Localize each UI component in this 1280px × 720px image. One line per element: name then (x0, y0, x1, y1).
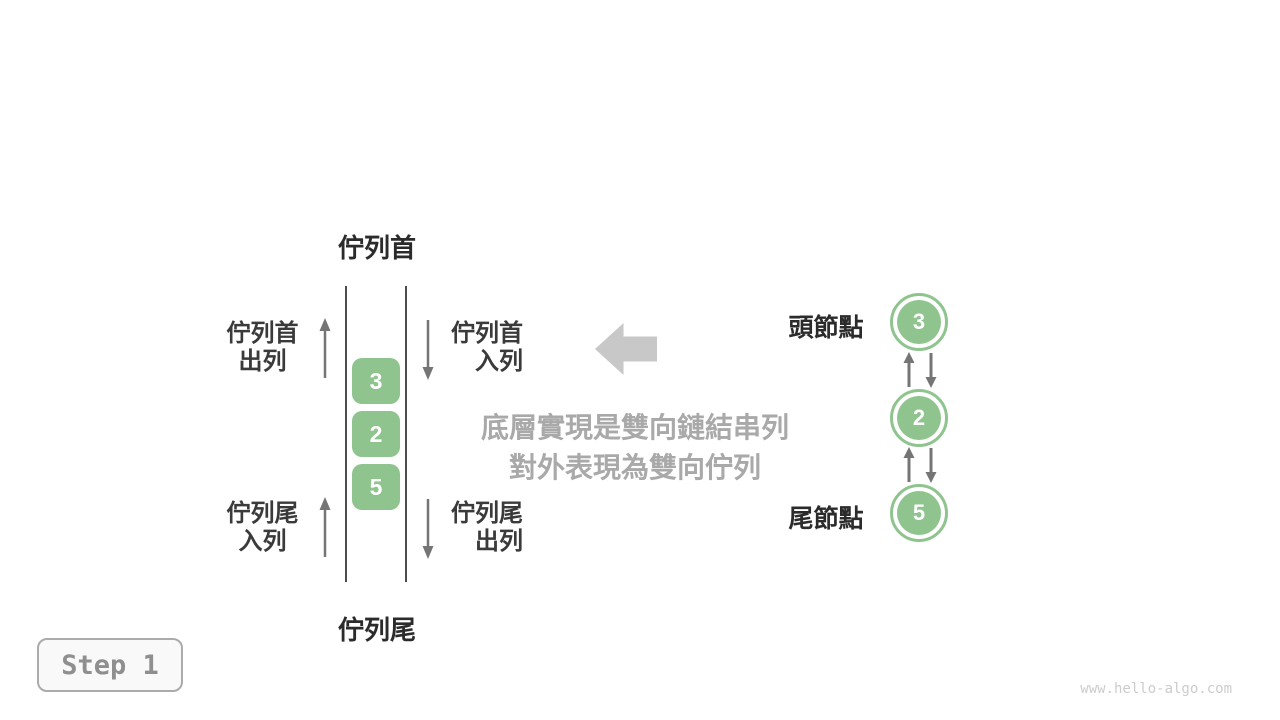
queue-item-box: 2 (352, 411, 400, 457)
front-dequeue-label-line2: 出列 (238, 348, 287, 375)
step-badge-label: Step 1 (61, 649, 159, 681)
rear-enqueue-label-line1: 佇列尾 (226, 500, 299, 527)
queue-wall-right (405, 286, 407, 582)
block-arrow-left-icon (595, 323, 657, 375)
queue-wall-left (345, 286, 347, 582)
rear-enqueue-label-line2: 入列 (238, 528, 287, 555)
front-dequeue-label-line1: 佇列首 (226, 320, 299, 347)
caption: 底層實現是雙向鏈結串列 對外表現為雙向佇列 (440, 408, 830, 488)
queue-front-title: 佇列首 (337, 233, 416, 263)
list-node-value: 3 (897, 300, 941, 344)
front-enqueue-label: 佇列首 入列 (428, 320, 523, 376)
caption-line2: 對外表現為雙向佇列 (508, 452, 761, 483)
arrow-down-icon (422, 499, 434, 559)
list-node: 2 (890, 389, 948, 447)
front-dequeue-label: 佇列首 出列 (215, 320, 310, 376)
queue-item-box: 3 (352, 358, 400, 404)
arrow-up-icon (319, 497, 331, 557)
rear-dequeue-label-line1: 佇列尾 (451, 500, 523, 527)
list-node-value: 2 (897, 396, 941, 440)
queue-rear-title: 佇列尾 (337, 615, 416, 645)
list-node-value: 5 (897, 491, 941, 535)
double-arrow-icon (903, 352, 937, 388)
arrow-down-icon (422, 320, 434, 380)
step-badge: Step 1 (37, 638, 183, 692)
tail-node-label: 尾節點 (788, 505, 864, 533)
rear-dequeue-label: 佇列尾 出列 (428, 500, 523, 556)
queue-item-box: 5 (352, 464, 400, 510)
arrow-up-icon (319, 318, 331, 378)
list-node: 3 (890, 293, 948, 351)
front-enqueue-label-line1: 佇列首 (451, 320, 523, 347)
double-arrow-icon (903, 447, 937, 483)
rear-enqueue-label: 佇列尾 入列 (215, 500, 310, 556)
rear-dequeue-label-line2: 出列 (475, 528, 523, 555)
caption-line1: 底層實現是雙向鏈結串列 (480, 412, 789, 443)
list-node: 5 (890, 484, 948, 542)
front-enqueue-label-line2: 入列 (475, 348, 523, 375)
watermark: www.hello-algo.com (1080, 681, 1232, 697)
head-node-label: 頭節點 (788, 314, 864, 342)
